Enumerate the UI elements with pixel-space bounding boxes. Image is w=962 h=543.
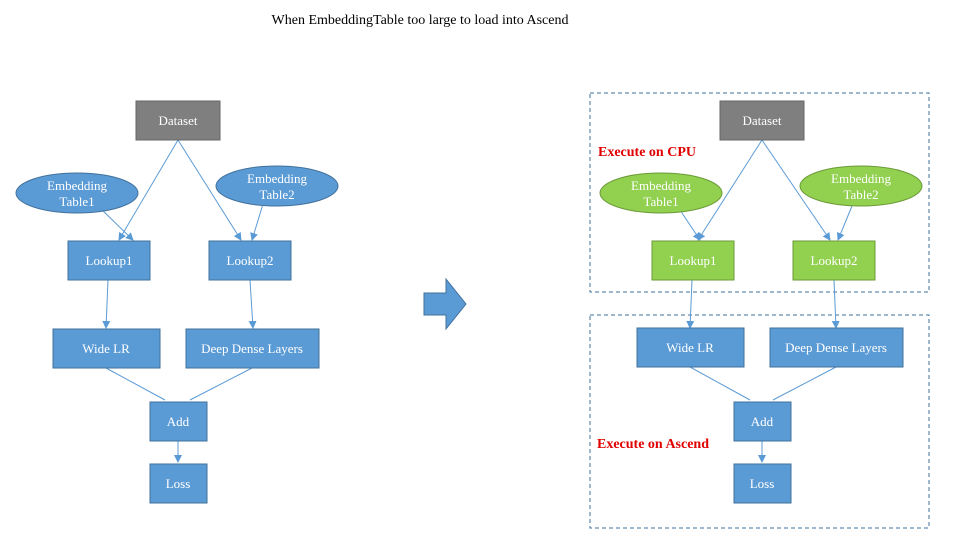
- right-deep-dense-node: Deep Dense Layers: [769, 327, 904, 368]
- left-deep-dense-label: Deep Dense Layers: [201, 341, 303, 356]
- edge-r-dataset-lookup2: [761, 139, 831, 241]
- ascend-region: [589, 314, 930, 529]
- edge-r-dataset-lookup1: [697, 139, 763, 241]
- edge-lookup2-deep: [248, 279, 257, 329]
- diagram-title: When EmbeddingTable too large to load in…: [272, 13, 569, 28]
- edge-lookup1-wide: [102, 279, 111, 329]
- edge-wide-add: [105, 367, 166, 401]
- left-wide-lr-label: Wide LR: [82, 341, 130, 356]
- left-dataset-label: Dataset: [159, 113, 198, 128]
- cpu-region: [589, 92, 930, 293]
- edge-r-emb1-lookup1: [679, 209, 701, 241]
- edge-r-deep-add: [772, 366, 837, 401]
- edge-dataset-lookup2: [177, 139, 242, 241]
- right-diagram: Execute on CPU Execute on Ascend Dataset…: [589, 92, 930, 529]
- left-deep-dense-node: Deep Dense Layers: [185, 328, 320, 369]
- cpu-region-label: Execute on CPU: [598, 145, 696, 160]
- edge-dataset-lookup1: [118, 139, 179, 241]
- right-wide-lr-node: Wide LR: [636, 327, 745, 368]
- right-loss-node: Loss: [733, 463, 792, 504]
- left-wide-lr-node: Wide LR: [52, 328, 161, 369]
- left-add-node: Add: [149, 401, 208, 442]
- right-lookup2-label: Lookup2: [811, 253, 858, 268]
- left-add-label: Add: [167, 414, 190, 429]
- right-lookup1-label: Lookup1: [670, 253, 717, 268]
- left-lookup1-label: Lookup1: [86, 253, 133, 268]
- ascend-region-label: Execute on Ascend: [597, 437, 709, 452]
- left-lookup1-node: Lookup1: [67, 240, 151, 281]
- right-wide-lr-label: Wide LR: [666, 340, 714, 355]
- left-lookup2-label: Lookup2: [227, 253, 274, 268]
- right-lookup2-node: Lookup2: [792, 240, 876, 281]
- right-deep-dense-label: Deep Dense Layers: [785, 340, 887, 355]
- right-loss-label: Loss: [750, 476, 775, 491]
- edge-r-lookup1-wide: [686, 279, 695, 329]
- edge-emb2-lookup2: [250, 203, 264, 241]
- edge-r-lookup2-deep: [831, 279, 840, 329]
- right-add-node: Add: [733, 401, 792, 442]
- left-edges: [99, 139, 264, 463]
- right-lookup1-node: Lookup1: [651, 240, 735, 281]
- edge-emb1-lookup1: [99, 207, 134, 241]
- right-add-label: Add: [751, 414, 774, 429]
- edge-deep-add: [189, 367, 253, 401]
- right-arrow-icon: [423, 277, 467, 331]
- right-edges: [679, 139, 853, 463]
- left-loss-node: Loss: [149, 463, 208, 504]
- right-dataset-label: Dataset: [743, 113, 782, 128]
- right-dataset-node: Dataset: [719, 100, 805, 141]
- left-loss-label: Loss: [166, 476, 191, 491]
- left-lookup2-node: Lookup2: [208, 240, 292, 281]
- edge-r-wide-add: [689, 366, 751, 401]
- edge-r-emb2-lookup2: [836, 205, 853, 241]
- left-dataset-node: Dataset: [135, 100, 221, 141]
